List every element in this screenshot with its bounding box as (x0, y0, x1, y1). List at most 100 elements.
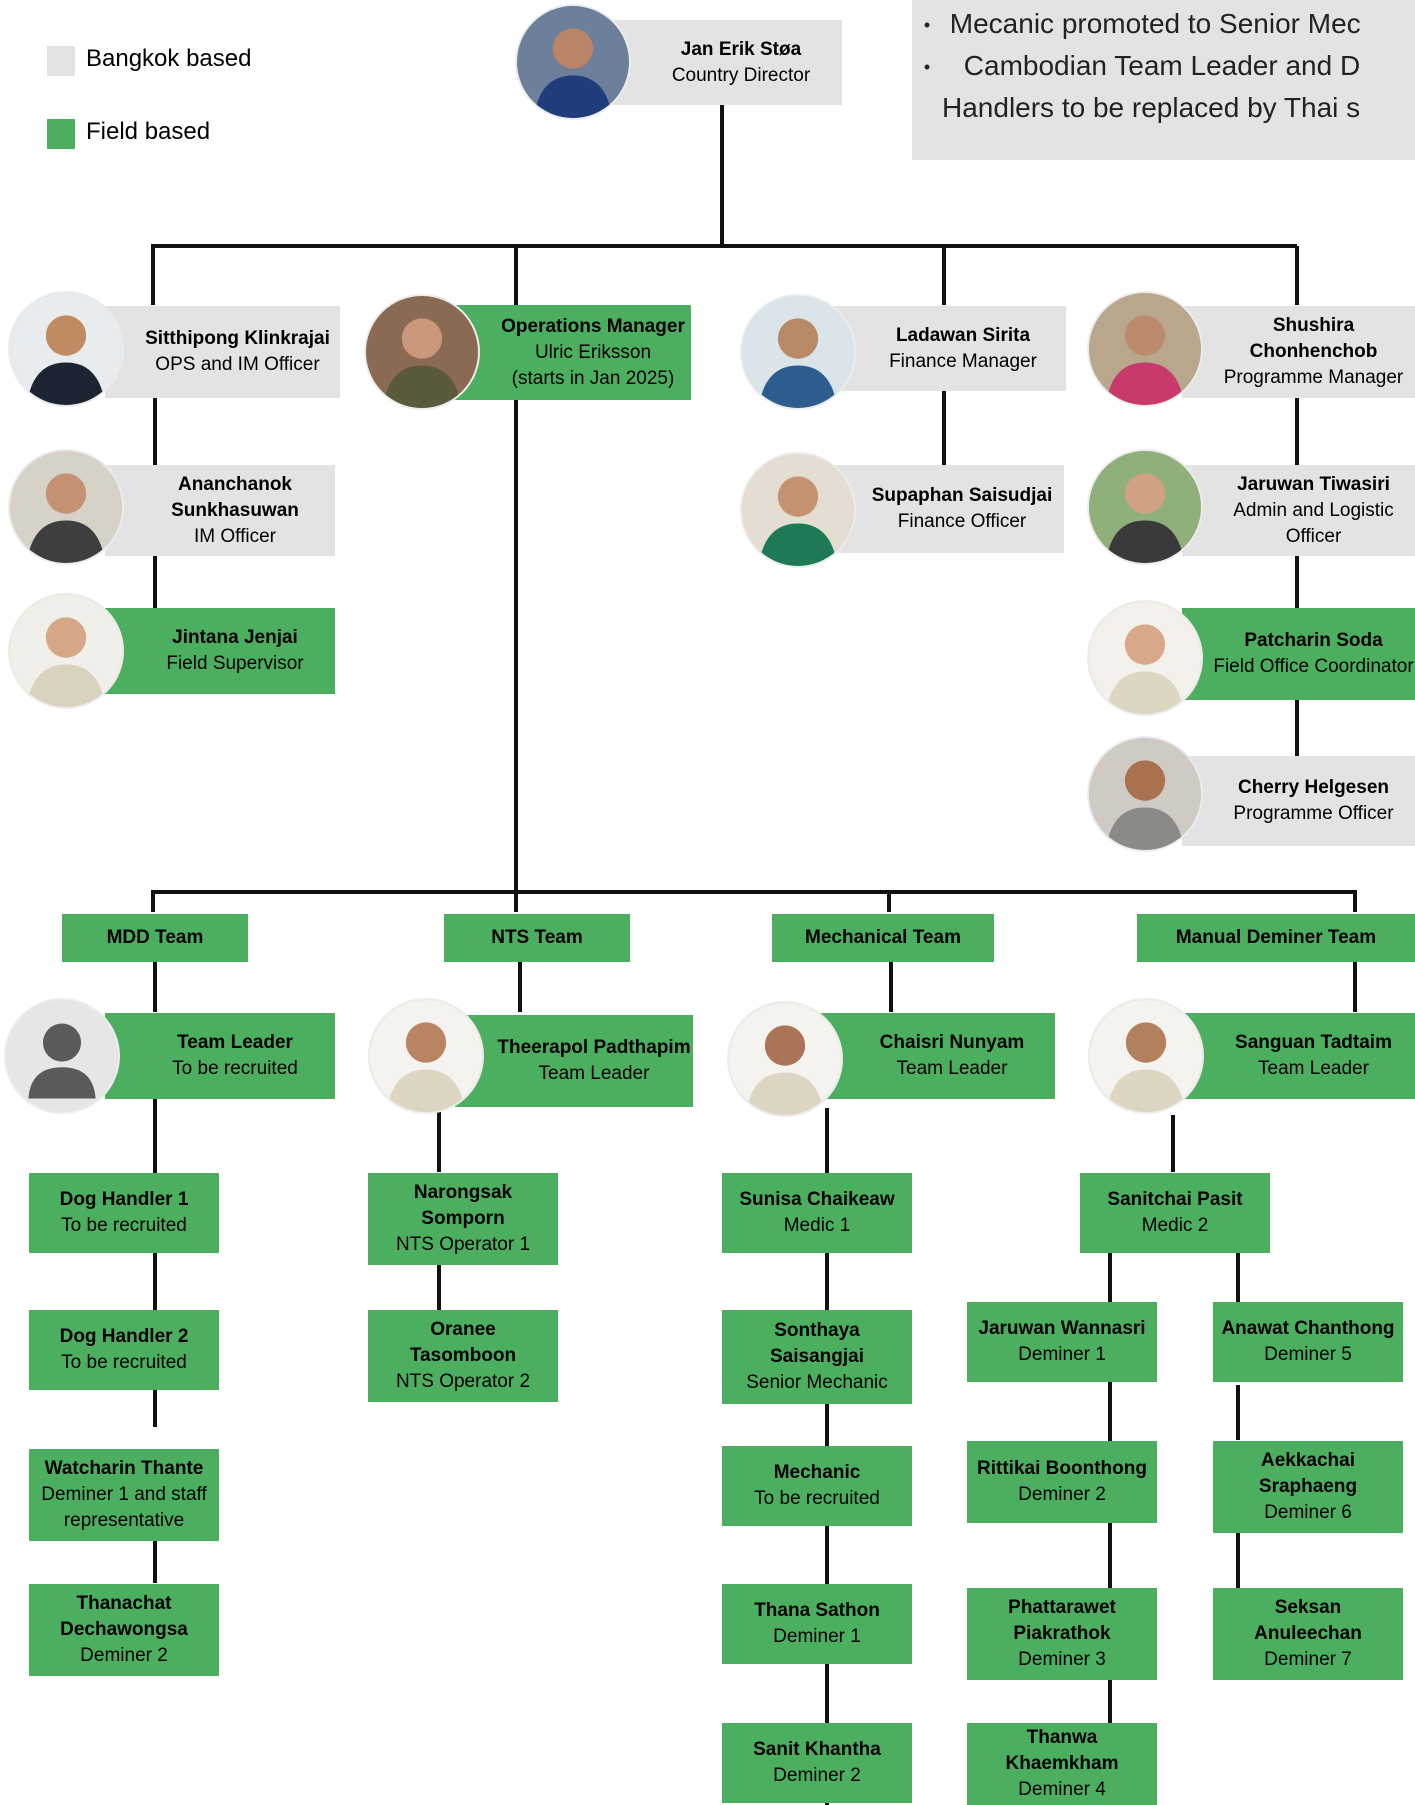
person-name: Shushira Chonhenchob (1249, 315, 1378, 362)
avatar (1087, 600, 1203, 716)
person-role: Deminer 1 (1018, 1344, 1106, 1365)
person-role: To be recruited (172, 1058, 298, 1079)
person-name: Jaruwan Wannasri (978, 1318, 1146, 1339)
avatar (364, 294, 480, 410)
avatar (740, 294, 856, 410)
person-name: Seksan Anuleechan (1254, 1597, 1362, 1644)
note-item: • Mecanic promoted to Senior Mec (923, 8, 1361, 39)
person-name: Chaisri Nunyam (879, 1032, 1025, 1053)
card-nts-team-leader: Theerapol Padthapim Team Leader (455, 1015, 693, 1107)
card-aekkachai-sraphaeng: Aekkachai Sraphaeng Deminer 6 (1213, 1441, 1403, 1533)
person-role: Team Leader (538, 1063, 650, 1084)
person-role: Field Supervisor (166, 653, 304, 674)
note-item: • Cambodian Team Leader and D (923, 50, 1361, 81)
legend-swatch-field (47, 119, 75, 149)
person-name: Dog Handler 1 (59, 1189, 189, 1210)
person-role: Finance Officer (897, 511, 1027, 532)
avatar (515, 4, 631, 120)
team-header-mechanical: Mechanical Team (772, 914, 994, 962)
notes-box: • Mecanic promoted to Senior Mec • Cambo… (912, 0, 1415, 160)
person-role: Ulric Eriksson (534, 341, 652, 363)
person-name: Oranee Tasomboon (409, 1319, 517, 1366)
card-programme-officer: Cherry Helgesen Programme Officer (1182, 756, 1415, 846)
team-header-mdd: MDD Team (62, 914, 248, 962)
person-name: Team Leader (177, 1032, 293, 1053)
person-role: Deminer 5 (1264, 1344, 1352, 1365)
person-name: Rittikai Boonthong (977, 1458, 1147, 1479)
person-name: Anawat Chanthong (1221, 1318, 1395, 1339)
person-name: Cherry Helgesen (1237, 777, 1389, 798)
person-name: Ananchanok Sunkhasuwan (171, 473, 299, 521)
avatar (1087, 449, 1203, 565)
legend-swatch-bangkok (47, 46, 75, 76)
card-sanit-khantha: Sanit Khantha Deminer 2 (722, 1723, 912, 1803)
person-role: OPS and IM Officer (155, 354, 320, 375)
person-name: Sanitchai Pasit (1107, 1189, 1243, 1210)
person-role: Deminer 2 (773, 1765, 861, 1786)
person-name: Sanguan Tadtaim (1235, 1032, 1392, 1053)
avatar (740, 452, 856, 568)
card-phattarawet-piakrathok: Phattarawet Piakrathok Deminer 3 (967, 1588, 1157, 1680)
card-jaruwan-wannasri: Jaruwan Wannasri Deminer 1 (967, 1302, 1157, 1382)
card-im-officer: Ananchanok Sunkhasuwan IM Officer (105, 465, 335, 556)
card-watcharin-thante: Watcharin Thante Deminer 1 and staff rep… (29, 1449, 219, 1541)
person-role: Deminer 3 (1018, 1649, 1106, 1670)
card-anawat-chanthong: Anawat Chanthong Deminer 5 (1213, 1302, 1403, 1382)
card-manual-team-leader: Sanguan Tadtaim Team Leader (1182, 1013, 1415, 1099)
card-mechanical-team-leader: Chaisri Nunyam Team Leader (819, 1013, 1055, 1099)
person-role: Finance Manager (889, 350, 1037, 372)
card-dog-handler-1: Dog Handler 1 To be recruited (29, 1173, 219, 1253)
person-role: Field Office Coordinator (1213, 656, 1414, 677)
person-role: Deminer 2 (80, 1645, 168, 1666)
card-thana-sathon: Thana Sathon Deminer 1 (722, 1584, 912, 1664)
person-role: Programme Officer (1233, 803, 1394, 824)
person-role: IM Officer (194, 525, 276, 547)
person-name: Thanachat Dechawongsa (60, 1593, 188, 1640)
person-name: Watcharin Thante (44, 1458, 204, 1479)
card-rittikai-boonthong: Rittikai Boonthong Deminer 2 (967, 1441, 1157, 1523)
note-item: Handlers to be replaced by Thai s (942, 92, 1361, 123)
card-field-office-coordinator: Patcharin Soda Field Office Coordinator (1182, 608, 1415, 700)
person-role: Medic 2 (1141, 1215, 1209, 1236)
person-role: NTS Operator 2 (395, 1371, 531, 1392)
person-name: Patcharin Soda (1244, 630, 1383, 651)
team-header-nts: NTS Team (444, 914, 630, 962)
card-sanitchai-pasit: Sanitchai Pasit Medic 2 (1080, 1173, 1270, 1253)
person-role: Deminer 1 (773, 1626, 861, 1647)
person-role: To be recruited (61, 1215, 187, 1236)
card-finance-officer: Supaphan Saisudjai Finance Officer (830, 465, 1064, 553)
person-role: Team Leader (896, 1058, 1008, 1079)
person-role: To be recruited (754, 1488, 880, 1509)
avatar (1088, 998, 1204, 1114)
card-thanwa-khaemkham: Thanwa Khaemkham Deminer 4 (967, 1723, 1157, 1805)
avatar (368, 998, 484, 1114)
avatar (1087, 736, 1203, 852)
person-name: Sunisa Chaikeaw (739, 1189, 895, 1210)
person-name: Narongsak Somporn (413, 1182, 513, 1229)
avatar (8, 593, 124, 709)
person-role: NTS Operator 1 (395, 1234, 531, 1255)
person-name: Sitthipong Klinkrajai (145, 328, 330, 349)
card-dog-handler-2: Dog Handler 2 To be recruited (29, 1310, 219, 1390)
person-name: Jintana Jenjai (172, 627, 298, 648)
avatar (8, 291, 124, 407)
card-seksan-anuleechan: Seksan Anuleechan Deminer 7 (1213, 1588, 1403, 1680)
avatar (8, 449, 124, 565)
person-name: Supaphan Saisudjai (871, 485, 1053, 506)
avatar-placeholder-icon (4, 998, 120, 1114)
card-mechanic: Mechanic To be recruited (722, 1446, 912, 1526)
card-narongsak-somporn: Narongsak Somporn NTS Operator 1 (368, 1173, 558, 1265)
card-country-director: Jan Erik Støa Country Director (610, 20, 842, 105)
person-name: Jaruwan Tiwasiri (1237, 473, 1390, 495)
person-role: Deminer 2 (1018, 1484, 1106, 1505)
avatar (727, 1001, 843, 1117)
person-note: (starts in Jan 2025) (511, 367, 675, 389)
person-name: Operations Manager (501, 315, 685, 337)
person-role: Senior Mechanic (746, 1372, 888, 1393)
person-name: Sonthaya Saisangjai (770, 1320, 864, 1367)
legend-label-field: Field based (86, 118, 211, 145)
person-role: Country Director (671, 64, 811, 86)
card-admin-logistic-officer: Jaruwan Tiwasiri Admin and Logistic Offi… (1182, 465, 1415, 556)
legend-label-bangkok: Bangkok based (86, 45, 252, 72)
card-ops-im-officer: Sitthipong Klinkrajai OPS and IM Officer (105, 306, 340, 398)
